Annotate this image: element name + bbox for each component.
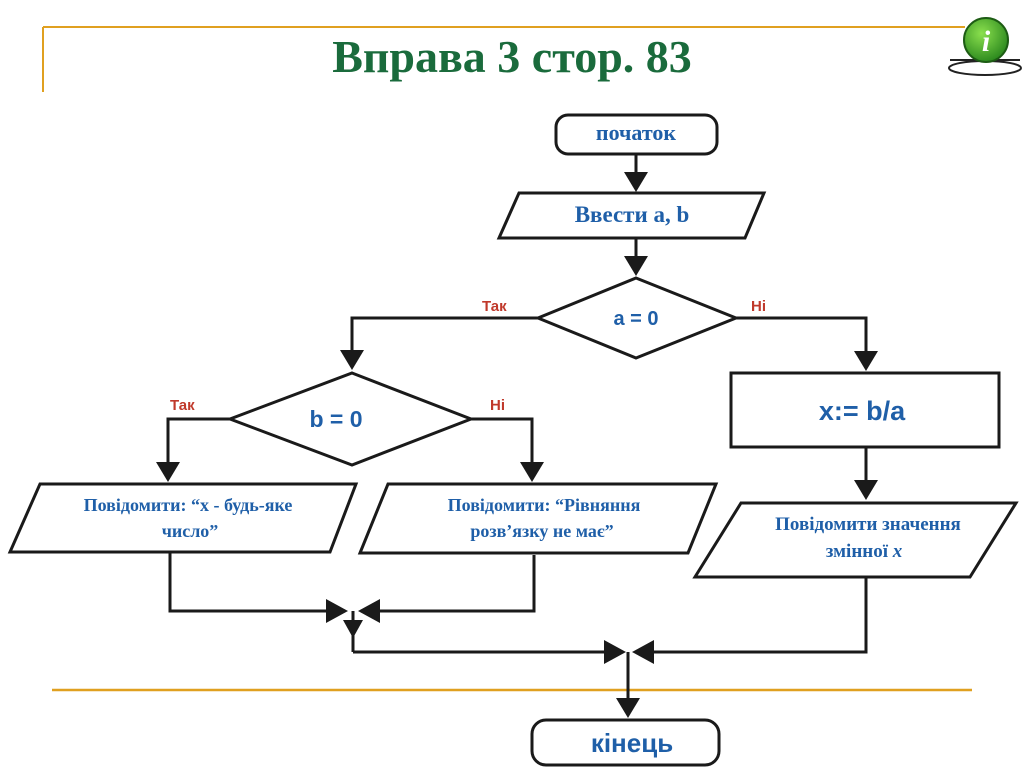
input-block: Ввести a, b	[496, 191, 767, 240]
input-label: Ввести a, b	[575, 202, 690, 227]
output-value: Повідомити значення змінної x	[692, 501, 1019, 579]
output-any-number: Повідомити: “x - будь-яке число”	[7, 482, 359, 554]
info-icon[interactable]: i	[948, 17, 1022, 76]
end-label: кінець	[591, 728, 673, 758]
output-none-line1: Повідомити: “Рівняння	[448, 495, 641, 515]
branch-no-b: Ні	[490, 397, 505, 414]
output-none-line2: розв’язку не має”	[470, 521, 613, 541]
svg-text:i: i	[982, 25, 991, 58]
output-value-line1: Повідомити значення	[775, 514, 961, 535]
output-value-line2: змінної x	[826, 541, 903, 562]
branch-yes-b: Так	[170, 397, 195, 414]
branch-yes-a: Так	[482, 298, 507, 315]
condition-a: a = 0	[534, 276, 741, 360]
connectors	[156, 154, 878, 718]
decorative-frame	[42, 26, 972, 692]
start-terminal: початок	[554, 113, 719, 156]
branch-no-a: Ні	[751, 298, 766, 315]
condition-b-label: b = 0	[309, 406, 362, 432]
output-value-variable: x	[892, 541, 903, 562]
start-label: початок	[596, 120, 676, 145]
output-value-prefix: змінної	[826, 541, 893, 562]
assign-label: x:= b/a	[819, 396, 906, 426]
slide-title: Вправа 3 стор. 83	[332, 31, 692, 82]
output-no-solution: Повідомити: “Рівняння розв’язку не має”	[357, 482, 719, 555]
end-terminal: кінець	[530, 718, 721, 767]
condition-a-label: a = 0	[613, 308, 658, 330]
output-any-line1: Повідомити: “x - будь-яке	[84, 495, 293, 515]
assign-block: x:= b/a	[729, 371, 1001, 449]
condition-b: b = 0	[225, 371, 476, 467]
output-any-line2: число”	[162, 521, 219, 541]
